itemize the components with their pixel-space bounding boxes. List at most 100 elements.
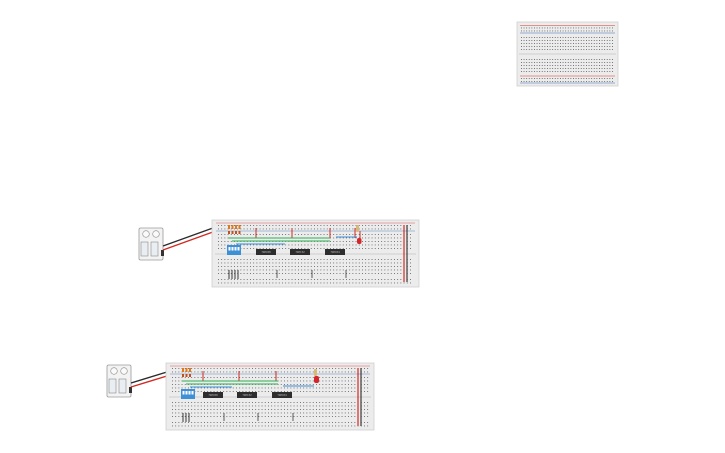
breadboard-hole	[272, 266, 274, 267]
breadboard-hole	[246, 269, 248, 271]
breadboard-hole	[387, 225, 389, 226]
breadboard-hole	[287, 371, 289, 373]
breadboard-hole	[349, 282, 351, 284]
dip-switch[interactable]	[181, 389, 195, 399]
breadboard-hole	[255, 425, 257, 427]
breadboard-hole	[309, 380, 311, 382]
circuit-assembly-middle[interactable]: 74HC08 74HC32 74HC04	[138, 219, 420, 288]
breadboard-hole	[410, 234, 411, 235]
breadboard-hole	[521, 62, 522, 63]
breadboard-hole	[304, 269, 306, 271]
dip-switch[interactable]	[227, 245, 241, 255]
breadboard-hole	[266, 244, 267, 246]
breadboard-hole	[335, 405, 337, 407]
breadboard-hole	[609, 62, 611, 63]
logic-chip[interactable]: 74HC04	[272, 392, 292, 398]
breadboard-hole	[298, 248, 299, 249]
breadboard-hole	[236, 412, 237, 414]
breadboard-hole	[365, 262, 367, 264]
breadboard-hole	[322, 371, 324, 373]
breadboard-hole	[317, 273, 319, 274]
resistor[interactable]	[314, 369, 317, 376]
circuit-assembly-bottom[interactable]: 74HC08 74HC32 74HC04	[106, 362, 375, 431]
breadboard-hole	[277, 377, 279, 378]
breadboard-hole	[256, 269, 258, 271]
breadboard-hole	[526, 81, 528, 82]
breadboard-hole	[264, 409, 266, 410]
breadboard-hole	[277, 409, 279, 410]
logic-chip[interactable]: 74HC08	[256, 249, 276, 255]
breadboard-hole	[381, 262, 383, 264]
battery-switch[interactable]	[118, 378, 127, 394]
logic-chip[interactable]: 74HC04	[325, 249, 345, 255]
breadboard-hole	[390, 266, 392, 267]
breadboard-hole	[210, 425, 212, 427]
led[interactable]	[357, 238, 362, 244]
breadboard-hole	[536, 71, 538, 72]
breadboard-hole	[539, 65, 541, 66]
battery-switch[interactable]	[150, 241, 159, 257]
battery-switch[interactable]	[108, 378, 117, 394]
breadboard-hole	[523, 59, 525, 60]
breadboard-hole	[261, 368, 263, 369]
breadboard-hole	[554, 49, 556, 50]
populated-breadboard[interactable]: 74HC08 74HC32 74HC04	[165, 362, 375, 431]
breadboard-hole	[601, 43, 603, 44]
breadboard-hole	[354, 371, 356, 373]
breadboard-hole	[229, 402, 231, 403]
breadboard-hole	[301, 266, 303, 267]
breadboard-hole	[364, 422, 365, 423]
breadboard-hole	[230, 269, 232, 271]
breadboard-hole	[606, 27, 608, 29]
breadboard-hole	[371, 273, 373, 274]
breadboard-hole	[332, 405, 333, 407]
logic-chip[interactable]: 74HC08	[203, 392, 223, 398]
breadboard-hole	[536, 78, 538, 79]
breadboard-hole	[606, 65, 608, 66]
logic-chip[interactable]: 74HC32	[237, 392, 257, 398]
breadboard-hole	[593, 46, 595, 47]
breadboard-hole	[232, 409, 234, 410]
breadboard-hole	[306, 368, 308, 369]
breadboard-hole	[381, 259, 383, 260]
breadboard-hole	[367, 402, 369, 403]
logic-chip[interactable]: 74HC32	[290, 249, 310, 255]
breadboard-hole	[588, 40, 590, 41]
breadboard-hole	[580, 27, 582, 29]
breadboard-hole	[325, 368, 327, 369]
led[interactable]	[314, 376, 319, 383]
empty-breadboard[interactable]	[516, 21, 619, 87]
breadboard-hole	[216, 405, 218, 407]
breadboard-hole	[323, 234, 325, 235]
breadboard-hole	[301, 259, 303, 260]
breadboard-hole	[341, 368, 343, 369]
battery-connector	[161, 250, 164, 256]
battery-pack[interactable]	[138, 227, 164, 261]
breadboard-hole	[531, 81, 533, 82]
breadboard-hole	[599, 30, 600, 32]
breadboard-hole	[316, 368, 317, 369]
breadboard-hole	[374, 237, 376, 239]
populated-breadboard[interactable]: 74HC08 74HC32 74HC04	[211, 219, 420, 288]
breadboard-hole	[390, 269, 392, 271]
breadboard-hole	[319, 416, 321, 417]
breadboard-hole	[364, 402, 365, 403]
resistor[interactable]	[356, 225, 359, 232]
breadboard-hole	[237, 259, 239, 260]
breadboard-hole	[175, 380, 177, 382]
battery-switch[interactable]	[140, 241, 149, 257]
breadboard-hole	[583, 40, 585, 41]
breadboard-hole	[593, 78, 595, 79]
breadboard-hole	[307, 279, 309, 280]
breadboard-hole	[309, 384, 311, 385]
breadboard-hole	[565, 78, 567, 79]
breadboard-hole	[181, 425, 183, 427]
breadboard-hole	[547, 59, 548, 60]
breadboard-hole	[303, 380, 305, 382]
battery-pack[interactable]	[106, 364, 132, 398]
breadboard-hole	[255, 391, 257, 392]
breadboard-hole	[560, 30, 561, 32]
breadboard-hole	[312, 387, 314, 389]
breadboard-hole	[554, 30, 556, 32]
breadboard-hole	[266, 248, 267, 249]
